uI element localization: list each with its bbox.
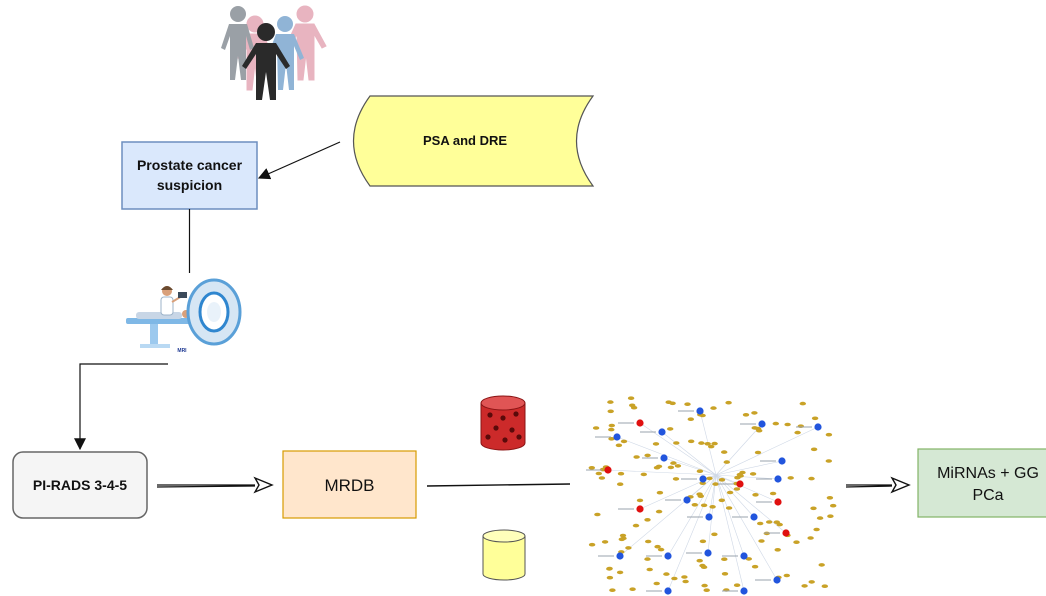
pirads-label: PI-RADS 3-4-5 [33, 477, 127, 493]
psa-dre-node: PSA and DRE [353, 95, 595, 187]
mirna-network-graph [586, 396, 837, 595]
mri-to-pirads-arrow [74, 363, 168, 451]
psa-to-suspicion-arrow [257, 141, 341, 180]
people-group-icon [221, 5, 327, 100]
network-to-output-arrow [845, 476, 911, 494]
mrdb-label: MRDB [324, 476, 374, 495]
output-node: MiRNAs + GG PCa [917, 448, 1046, 518]
psa-dre-label: PSA and DRE [423, 133, 507, 148]
mri-scanner-icon: MRI [120, 275, 242, 355]
suspicion-label-line1: Prostate cancer [137, 157, 243, 173]
mri-label: MRI [177, 348, 187, 354]
suspicion-node: Prostate cancer suspicion [121, 141, 258, 210]
mrdb-node: MRDB [282, 450, 417, 519]
pirads-to-mrdb-arrow [156, 476, 274, 494]
mrdb-to-network-connector [426, 483, 571, 487]
suspicion-label-line2: suspicion [157, 177, 222, 193]
output-label-line1: MiRNAs + GG [937, 465, 1039, 482]
yellow-database-icon [482, 529, 526, 581]
red-database-icon [480, 395, 526, 451]
output-label-line2: PCa [972, 487, 1003, 504]
pirads-node: PI-RADS 3-4-5 [12, 451, 148, 519]
